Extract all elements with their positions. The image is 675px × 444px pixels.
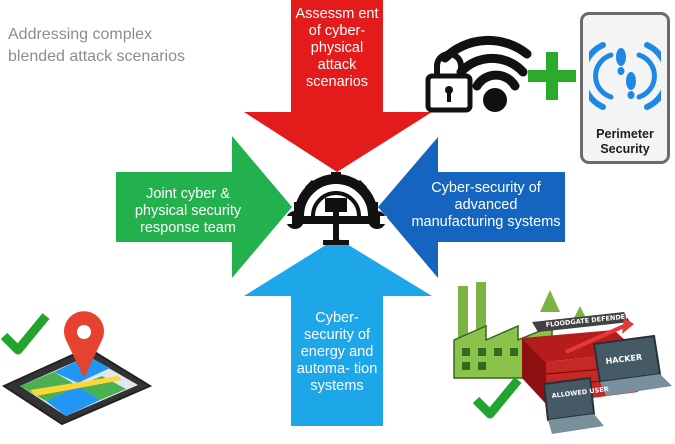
gear-wrench-icon: [285, 172, 387, 245]
check-icon: [472, 377, 522, 419]
page-heading: Addressing complex blended attack scenar…: [8, 26, 185, 65]
arrow-right: [378, 137, 565, 278]
arrow-top-label: Assessm ent of cyber- physical attack sc…: [295, 6, 379, 90]
wifi-lock-icon: [425, 35, 532, 113]
perimeter-security-label: Perimeter Security: [596, 127, 654, 156]
factory-scene-illustration: FLOODGATE DEFENDER HACKER ALLOWED USER: [453, 282, 672, 434]
hacker-laptop-icon: HACKER: [592, 334, 672, 396]
check-icon: [0, 313, 50, 355]
allowed-user-laptop-icon: ALLOWED USER: [542, 376, 609, 434]
arrow-top: [244, 0, 432, 172]
arrow-left: [116, 136, 292, 278]
smartphone-icon: [1, 346, 153, 426]
arrow-left-label: Joint cyber & physical security response…: [134, 186, 242, 236]
arrow-right-label: Cyber-security of advanced manufacturing…: [411, 180, 561, 230]
padlock-icon: [425, 51, 473, 113]
hacker-label: HACKER: [605, 353, 642, 366]
arrow-bottom-label: Cyber- security of energy and automa- ti…: [296, 310, 378, 394]
attack-arrow: [565, 318, 634, 354]
phone-map-illustration: [0, 311, 153, 426]
plus-icon: [528, 52, 576, 100]
map-pin-icon: [64, 311, 104, 378]
arrow-bottom: [244, 238, 432, 426]
wifi-icon: [440, 35, 532, 91]
perimeter-security-panel: Perimeter Security: [580, 12, 670, 164]
footprints-icon: [589, 42, 661, 110]
